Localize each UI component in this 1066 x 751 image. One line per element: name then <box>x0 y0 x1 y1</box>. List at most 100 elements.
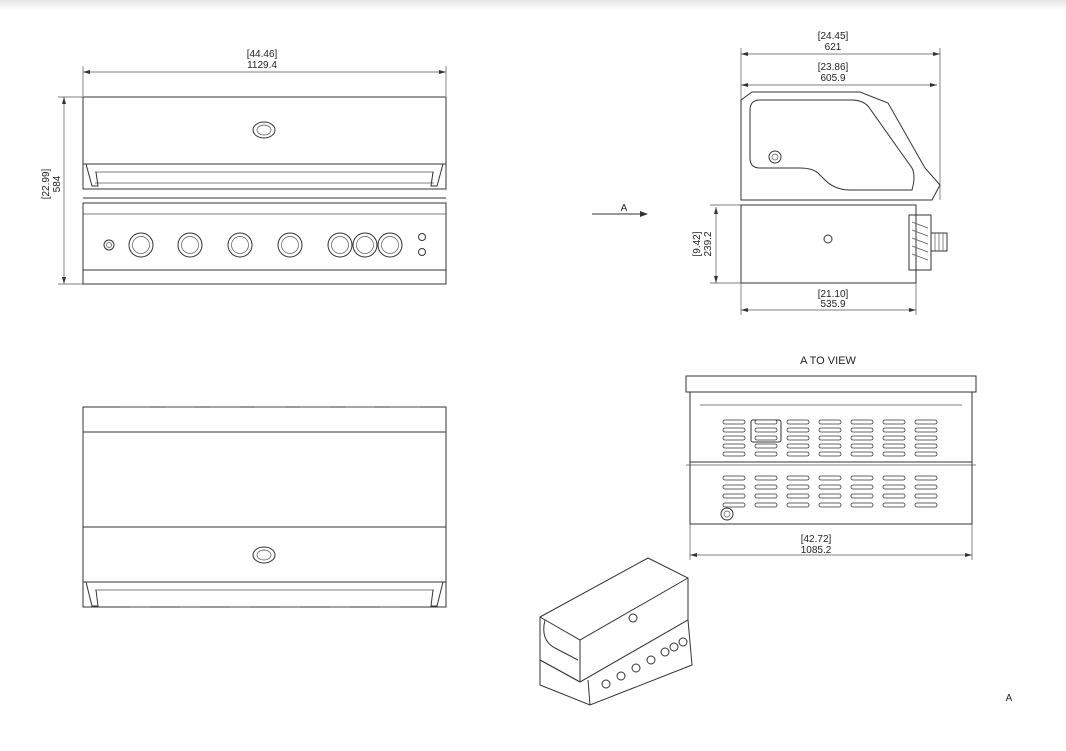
vent-slot <box>722 427 746 433</box>
view-a-label: A <box>621 203 628 214</box>
vent-slot <box>754 493 778 499</box>
vent-slot <box>818 484 842 490</box>
vent-slot <box>882 493 906 499</box>
vent-slot <box>722 443 746 449</box>
vent-slot <box>722 475 746 481</box>
front-width-mm: 1129.4 <box>247 60 277 71</box>
rear-base-panel <box>689 461 973 525</box>
top-view <box>82 406 447 608</box>
top-thermometer <box>252 546 276 564</box>
side-hood-window <box>749 99 915 191</box>
side-base-height-mm: 239.2 <box>703 231 714 256</box>
vent-slot <box>882 419 906 425</box>
side-base-height-in: [9.42] <box>692 231 703 256</box>
vent-slot <box>754 427 778 433</box>
rear-hood-panel <box>689 391 973 463</box>
vent-slot <box>850 435 874 441</box>
side-vent-panel <box>908 214 932 271</box>
view-a-arrow: A <box>592 203 648 217</box>
light-switch-1 <box>418 233 426 241</box>
iso-base <box>539 619 693 706</box>
vent-slot <box>722 493 746 499</box>
front-height-dimension: [22.99] 584 <box>41 96 83 285</box>
vent-slot <box>786 419 810 425</box>
vent-slot <box>818 443 842 449</box>
vent-slot <box>914 502 938 508</box>
vent-slot <box>754 435 778 441</box>
vent-slot <box>786 484 810 490</box>
vent-slot <box>722 435 746 441</box>
rear-vent-slots <box>722 419 938 508</box>
vent-slot <box>722 484 746 490</box>
side-hood-depth-in: [23.86] <box>818 62 849 73</box>
side-thermometer <box>768 150 782 164</box>
front-knobs <box>128 232 403 258</box>
side-hood-depth-dimension: [23.86] 605.9 <box>741 62 937 87</box>
vent-slot <box>914 419 938 425</box>
vent-slot <box>914 493 938 499</box>
front-height-mm: 584 <box>52 175 63 192</box>
vent-slot <box>850 493 874 499</box>
side-hood-outline <box>740 91 941 201</box>
vent-slot <box>882 435 906 441</box>
vent-slot <box>722 502 746 508</box>
vent-slot <box>818 435 842 441</box>
vent-slot <box>818 493 842 499</box>
vent-slot <box>786 493 810 499</box>
vent-slot <box>850 427 874 433</box>
vent-slot <box>818 451 842 457</box>
side-overall-depth-dimension: [24.45] 621 <box>740 31 941 200</box>
ignition-button <box>103 239 115 251</box>
vent-slot <box>882 484 906 490</box>
top-rear-ledge <box>82 406 447 433</box>
vent-slot <box>754 443 778 449</box>
side-vent-slats <box>911 221 929 261</box>
vent-slot <box>786 475 810 481</box>
vent-slot <box>818 427 842 433</box>
iso-thermometer <box>628 613 638 623</box>
vent-slot <box>786 451 810 457</box>
vent-slot <box>818 502 842 508</box>
rear-width-mm: 1085.2 <box>801 545 832 556</box>
vent-slot <box>850 475 874 481</box>
rear-width-in: [42.72] <box>801 534 832 545</box>
viewer-top-shadow <box>0 0 1066 10</box>
side-base-bolt <box>823 234 833 244</box>
vent-slot <box>754 475 778 481</box>
vent-slot <box>786 435 810 441</box>
vent-slot <box>850 451 874 457</box>
side-base-depth-mm: 535.9 <box>820 299 845 310</box>
vent-slot <box>914 427 938 433</box>
side-base <box>740 204 917 284</box>
side-overall-depth-in: [24.45] <box>818 31 849 42</box>
light-switch-2 <box>418 248 426 256</box>
vent-slot <box>882 475 906 481</box>
side-view: [24.45] 621 [23.86] 605.9 A <box>592 31 948 315</box>
side-base-height-dimension: [9.42] 239.2 <box>692 204 741 284</box>
vent-slot <box>882 451 906 457</box>
iso-view: A <box>539 557 1013 706</box>
vent-slot <box>786 443 810 449</box>
vent-slot <box>818 475 842 481</box>
hood-thermometer <box>252 121 276 139</box>
side-hood-depth-mm: 605.9 <box>820 73 845 84</box>
vent-slot <box>754 419 778 425</box>
rear-top-ledge <box>685 375 977 393</box>
iso-corner-label: A <box>1006 693 1013 704</box>
vent-slot <box>914 443 938 449</box>
vent-slot <box>818 419 842 425</box>
rear-view-title: A TO VIEW <box>800 355 856 367</box>
vent-slot <box>882 427 906 433</box>
rear-view: A TO VIEW [42.72] 1085.2 <box>685 355 977 560</box>
front-height-in: [22.99] <box>41 168 52 199</box>
vent-slot <box>882 502 906 508</box>
vent-slot <box>914 435 938 441</box>
front-width-dimension: [44.46] 1129.4 <box>82 49 447 96</box>
vent-slot <box>850 419 874 425</box>
side-base-depth-dimension: [21.10] 535.9 <box>740 283 917 315</box>
vent-slot <box>786 427 810 433</box>
vent-slot <box>914 451 938 457</box>
vent-slot <box>850 443 874 449</box>
vent-slot <box>882 443 906 449</box>
